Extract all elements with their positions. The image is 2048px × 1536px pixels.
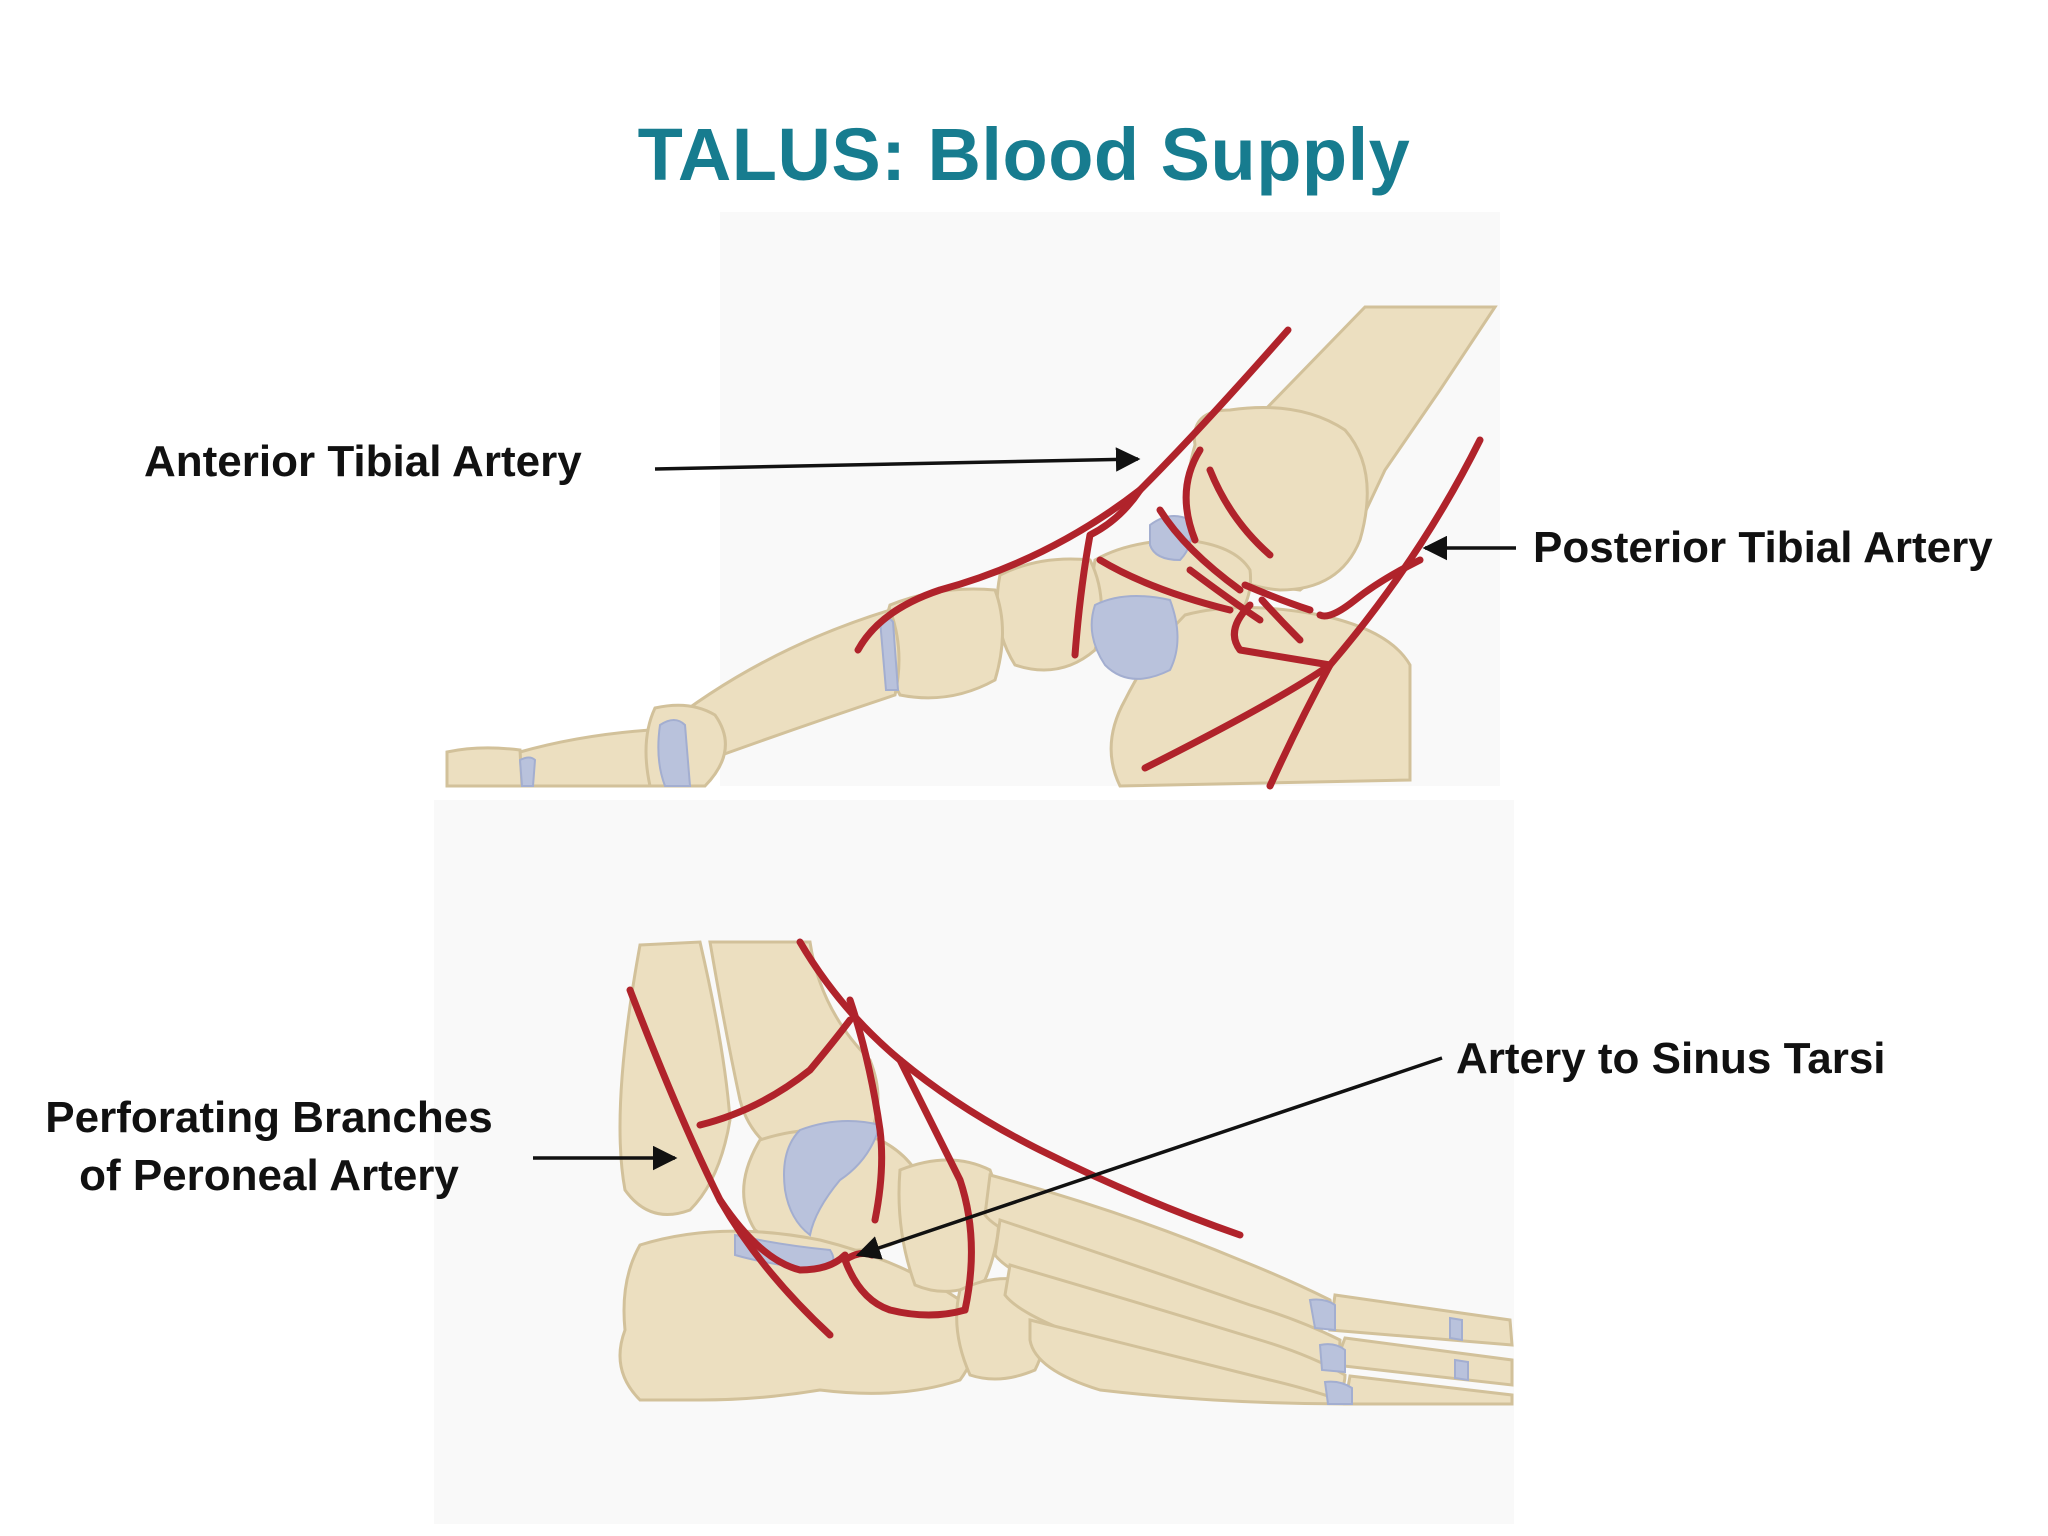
posterior-tibial-artery-label: Posterior Tibial Artery xyxy=(1533,523,1993,572)
sinus-tarsi-arrow xyxy=(855,1056,1443,1260)
perforating-branches-label: Perforating Branches of Peroneal Artery xyxy=(24,1089,514,1205)
perforating-branches-line2: of Peroneal Artery xyxy=(79,1151,459,1200)
slide-title: TALUS: Blood Supply xyxy=(637,113,1411,196)
lateral-foot-illustration xyxy=(434,800,1514,1524)
artery-to-sinus-tarsi-label: Artery to Sinus Tarsi xyxy=(1456,1034,1886,1083)
leader-arrows xyxy=(533,447,1516,1260)
lateral-arteries xyxy=(626,938,1244,1339)
medial-arteries xyxy=(854,326,1484,790)
medial-foot-illustration xyxy=(445,212,1500,790)
perforating-branches-line1: Perforating Branches xyxy=(45,1093,493,1142)
anterior-tibial-arrow xyxy=(654,447,1141,472)
anterior-tibial-artery-label: Anterior Tibial Artery xyxy=(144,437,582,486)
bottom-image-panel xyxy=(434,800,1514,1524)
